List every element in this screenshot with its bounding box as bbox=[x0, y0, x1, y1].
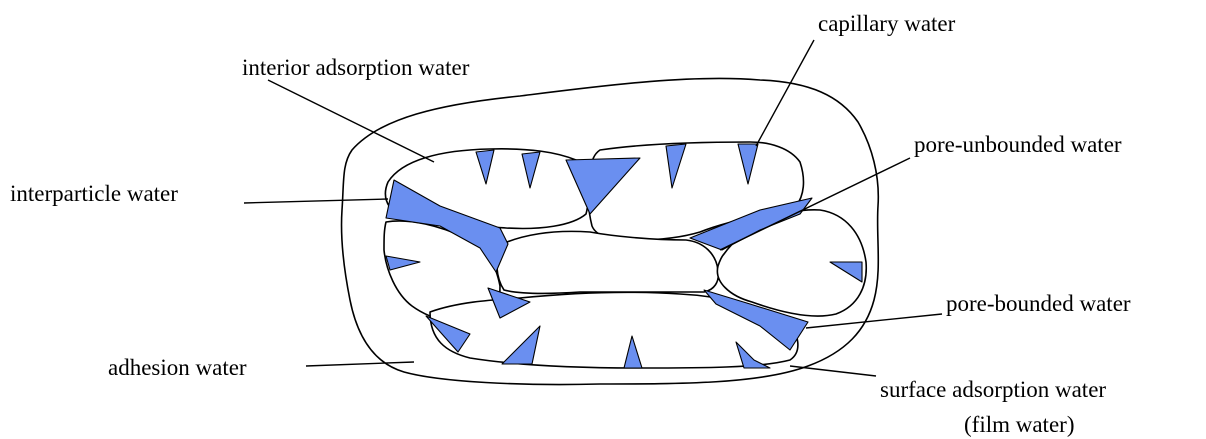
leader-surface-adsorption bbox=[790, 366, 876, 376]
label-interparticle-water: interparticle water bbox=[10, 181, 178, 206]
label-pore-unbounded-water: pore-unbounded water bbox=[914, 132, 1122, 157]
leader-capillary bbox=[756, 40, 814, 146]
label-capillary-water: capillary water bbox=[818, 11, 956, 36]
leader-interior-adsorption bbox=[268, 80, 434, 162]
leader-adhesion bbox=[306, 362, 414, 366]
leader-interparticle bbox=[244, 199, 388, 203]
label-surface-adsorption-water: surface adsorption water bbox=[880, 377, 1106, 402]
label-film-water: (film water) bbox=[964, 412, 1074, 437]
label-interior-adsorption-water: interior adsorption water bbox=[242, 55, 470, 80]
grain-center bbox=[497, 231, 718, 293]
label-adhesion-water: adhesion water bbox=[108, 355, 247, 380]
label-pore-bounded-water: pore-bounded water bbox=[946, 291, 1131, 316]
